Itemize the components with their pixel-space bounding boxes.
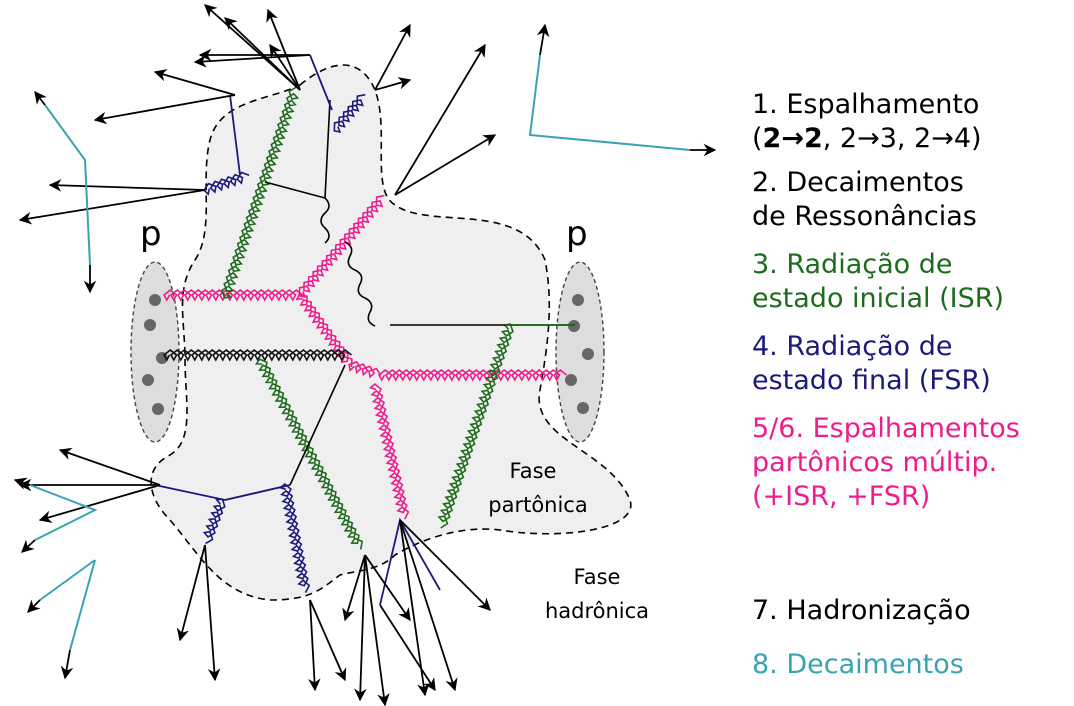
legend-item-mpi-line-3: (+ISR, +FSR) — [752, 481, 931, 512]
hadron-arrows — [13, 4, 717, 706]
fsr-gluon — [278, 482, 311, 593]
legend-item-mpi: 5/6. Espalhamentos partônicos múltip. (+… — [752, 412, 1067, 514]
legend-item-resonance-decays: 2. Decaimentos de Ressonâncias — [752, 166, 1067, 234]
hadron-arrow — [399, 519, 491, 611]
hadronic-phase-label-1: Fase — [574, 565, 621, 589]
hadron-arrow — [204, 544, 221, 682]
proton-right-label: p — [566, 214, 588, 254]
decay-product-arrow — [60, 649, 74, 680]
hadron-arrow — [58, 447, 161, 486]
partonic-phase-label-1: Fase — [510, 459, 557, 483]
legend-item-mpi-line-1: 5/6. Espalhamentos — [752, 413, 1020, 444]
hadron-arrow — [374, 77, 412, 91]
proton-left-label: p — [140, 214, 162, 254]
hadron-arrow — [379, 604, 436, 692]
mpi-gluon — [348, 360, 382, 379]
decay-product-arrow — [34, 91, 47, 106]
hadron-arrow — [38, 484, 161, 523]
hadron-arrow — [364, 554, 411, 622]
hadron-arrow — [354, 554, 367, 702]
partonic-phase-region — [150, 64, 632, 601]
decay-product-arrow — [27, 599, 41, 613]
hadron-arrow — [266, 8, 301, 91]
fsr-gluon — [202, 498, 226, 545]
proton-right — [555, 261, 605, 443]
legend-bold-2to2: 2→2 — [762, 123, 823, 154]
hadron-arrow — [342, 554, 366, 622]
legend-item-isr-line-2: estado inicial (ISR) — [752, 283, 1005, 314]
hadron-arrow — [308, 599, 321, 692]
decay-lines — [29, 54, 691, 651]
legend-item-scattering: 1. Espalhamento (2→2, 2→3, 2→4) — [752, 88, 1067, 156]
hadron-arrow — [18, 189, 206, 225]
hadron-arrow — [374, 23, 411, 91]
gluon-lines — [162, 86, 568, 593]
legend-item-isr-line-1: 3. Radiação de — [752, 249, 953, 280]
hadron-arrow — [309, 599, 347, 682]
hadron-arrow — [93, 94, 236, 125]
hadron-arrow — [394, 134, 497, 196]
legend-item-scattering-line-1: 1. Espalhamento — [752, 89, 980, 120]
hadron-arrow — [48, 179, 206, 192]
hadron-arrow — [193, 54, 311, 68]
legend-item-resonance-line-2: de Ressonâncias — [752, 201, 977, 232]
mpi-gluon — [368, 382, 410, 520]
isr-gluon — [220, 86, 300, 299]
isr-gluon — [254, 358, 364, 550]
legend-item-fsr-line-2: estado final (FSR) — [752, 365, 991, 396]
event-diagram: p p Fase partônica Fase hadrônica — [13, 4, 717, 706]
legend-item-mpi-line-2: partônicos múltip. — [752, 447, 998, 478]
legend-item-fsr: 4. Radiação de estado final (FSR) — [752, 330, 1067, 398]
partonic-phase-label-2: partônica — [488, 493, 587, 517]
hadronic-phase-label-2: hadrônica — [545, 599, 649, 623]
hadron-arrow — [399, 519, 430, 697]
decay-product-arrow — [21, 539, 36, 553]
hadron-arrow — [364, 554, 390, 706]
beam-gluon — [162, 348, 352, 362]
legend-item-hadronization-line-1: 7. Hadronização — [752, 595, 971, 626]
hadron-arrow — [224, 17, 301, 91]
legend-item-hadronization: 7. Hadronização — [752, 594, 971, 628]
mpi-gluon — [162, 288, 304, 302]
hadron-arrow — [269, 43, 301, 91]
fsr-gluon — [203, 171, 250, 196]
decay-product-arrow — [13, 477, 31, 490]
mpi-gluon — [377, 368, 568, 382]
hadron-arrow — [153, 69, 236, 96]
legend-item-isr: 3. Radiação de estado inicial (ISR) — [752, 248, 1067, 316]
decay-product-arrow — [536, 23, 550, 56]
isr-gluon — [437, 323, 514, 529]
legend-item-resonance-line-1: 2. Decaimentos — [752, 167, 964, 198]
legend-item-scattering-line-2: (2→2, 2→3, 2→4) — [752, 123, 982, 154]
hadron-arrow — [176, 544, 206, 642]
legend: 1. Espalhamento (2→2, 2→3, 2→4) 2. Decai… — [752, 88, 1067, 680]
legend-item-decays: 8. Decaimentos — [752, 648, 964, 682]
hadron-arrow — [399, 519, 458, 692]
legend-item-fsr-line-1: 4. Radiação de — [752, 331, 953, 362]
legend-item-decays-line-1: 8. Decaimentos — [752, 649, 964, 680]
mpi-gluon — [298, 194, 385, 298]
fsr-gluon — [333, 93, 366, 133]
hadron-arrow — [394, 43, 486, 196]
